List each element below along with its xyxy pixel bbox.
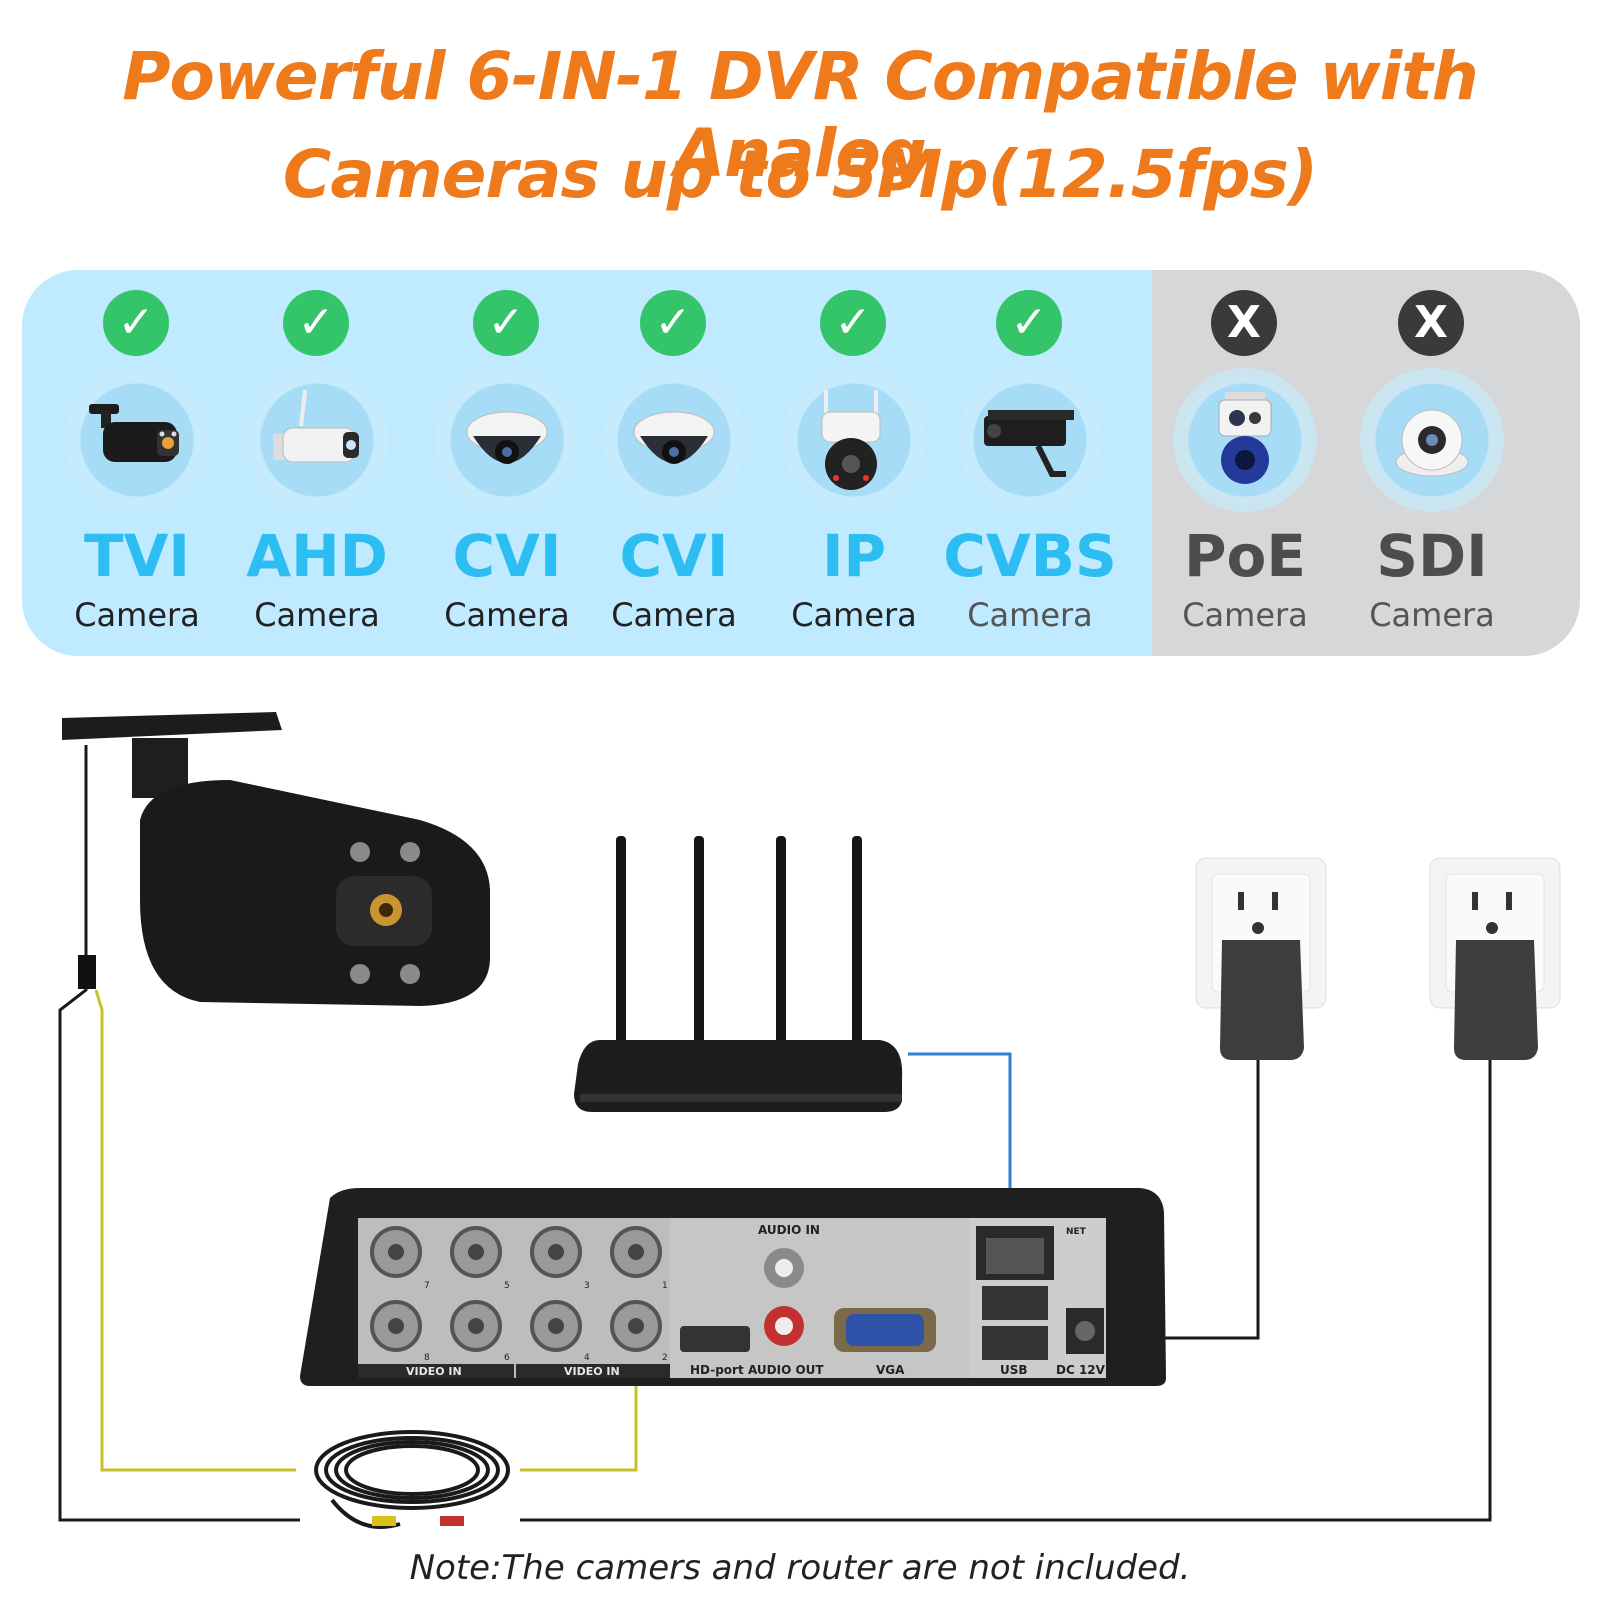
camera-label: Camera [74, 596, 200, 634]
bnc-ports [370, 1226, 662, 1352]
dome-camera-icon [602, 368, 746, 512]
camera-label: Camera [791, 596, 917, 634]
camera-label: Camera [254, 596, 380, 634]
camera-label: Camera [1369, 596, 1495, 634]
video-in-label: VIDEO IN [564, 1365, 620, 1378]
housing-camera-icon [958, 368, 1102, 512]
camera-card-cvi-2: ✓ CVI Camera [584, 270, 764, 656]
port-number: 2 [662, 1353, 668, 1363]
usb-label: USB [1000, 1363, 1028, 1377]
video-cable-camera [94, 989, 296, 1472]
check-icon: ✓ [640, 290, 706, 356]
camera-type-label: TVI [83, 522, 191, 590]
camera-card-sdi: X SDI Camera [1342, 270, 1522, 656]
port-number: 6 [504, 1353, 510, 1363]
bullet-camera-illustration [62, 712, 490, 1006]
dc-label: DC 12V [1056, 1363, 1106, 1377]
camera-type-label: CVI [452, 522, 562, 590]
camera-type-label: IP [821, 522, 887, 590]
wifi-bullet-camera-icon [245, 368, 389, 512]
camera-label: Camera [444, 596, 570, 634]
power-outlet-2 [1429, 857, 1561, 1060]
port-number: 1 [662, 1281, 668, 1291]
camera-label: Camera [967, 596, 1093, 634]
dome-camera-icon [435, 368, 579, 512]
headline-line-2: Cameras up to 5Mp(12.5fps) [282, 136, 1318, 213]
bullet-camera-icon [65, 368, 209, 512]
ptz-camera-icon [782, 368, 926, 512]
camera-type-label: SDI [1376, 522, 1488, 590]
check-icon: ✓ [103, 290, 169, 356]
headline-line-1: Powerful 6-IN-1 DVR Compatible with Anal… [122, 38, 1479, 192]
connection-diagram: 7 5 3 1 8 6 4 2 VIDEO IN VIDEO IN AUDIO … [58, 712, 1561, 1529]
camera-card-ahd: ✓ AHD Camera [227, 270, 407, 656]
check-icon: ✓ [820, 290, 886, 356]
camera-type-label: CVBS [943, 522, 1117, 590]
dual-lens-camera-icon [1173, 368, 1317, 512]
camera-card-poe: X PoE Camera [1155, 270, 1335, 656]
port-number: 7 [424, 1281, 430, 1291]
video-in-label: VIDEO IN [406, 1365, 462, 1378]
port-number: 8 [424, 1353, 430, 1363]
camera-card-cvbs: ✓ CVBS Camera [940, 270, 1120, 656]
camera-type-label: AHD [246, 522, 388, 590]
camera-type-label: PoE [1184, 522, 1306, 590]
disclaimer-note: Note:The camers and router are not inclu… [409, 1548, 1191, 1588]
camera-type-label: CVI [619, 522, 729, 590]
check-icon: ✓ [996, 290, 1062, 356]
check-icon: ✓ [473, 290, 539, 356]
camera-card-tvi: ✓ TVI Camera [47, 270, 227, 656]
vga-label: VGA [876, 1363, 905, 1377]
router-illustration [574, 836, 903, 1112]
net-label: NET [1066, 1227, 1087, 1237]
check-icon: ✓ [283, 290, 349, 356]
power-cable-camera [58, 745, 300, 1522]
port-number: 5 [504, 1281, 510, 1291]
camera-card-ip: ✓ IP Camera [764, 270, 944, 656]
port-number: 3 [584, 1281, 590, 1291]
bnc-cable-coil [314, 1430, 510, 1529]
cross-icon: X [1211, 290, 1277, 356]
audio-out-label: AUDIO OUT [748, 1363, 824, 1377]
hd-port-label: HD-port [690, 1363, 744, 1377]
camera-label: Camera [611, 596, 737, 634]
port-number: 4 [584, 1353, 590, 1363]
power-cable-adapter [520, 1060, 1492, 1522]
audio-in-label: AUDIO IN [758, 1223, 820, 1237]
power-outlet-1 [1195, 857, 1327, 1060]
dvr-recorder-illustration: 7 5 3 1 8 6 4 2 VIDEO IN VIDEO IN AUDIO … [300, 1188, 1166, 1386]
compatibility-panel: ✓ TVI Camera ✓ AHD Camera ✓ CVI Camera ✓… [22, 270, 1580, 656]
camera-label: Camera [1182, 596, 1308, 634]
camera-card-cvi-1: ✓ CVI Camera [417, 270, 597, 656]
cross-icon: X [1398, 290, 1464, 356]
turret-camera-icon [1360, 368, 1504, 512]
